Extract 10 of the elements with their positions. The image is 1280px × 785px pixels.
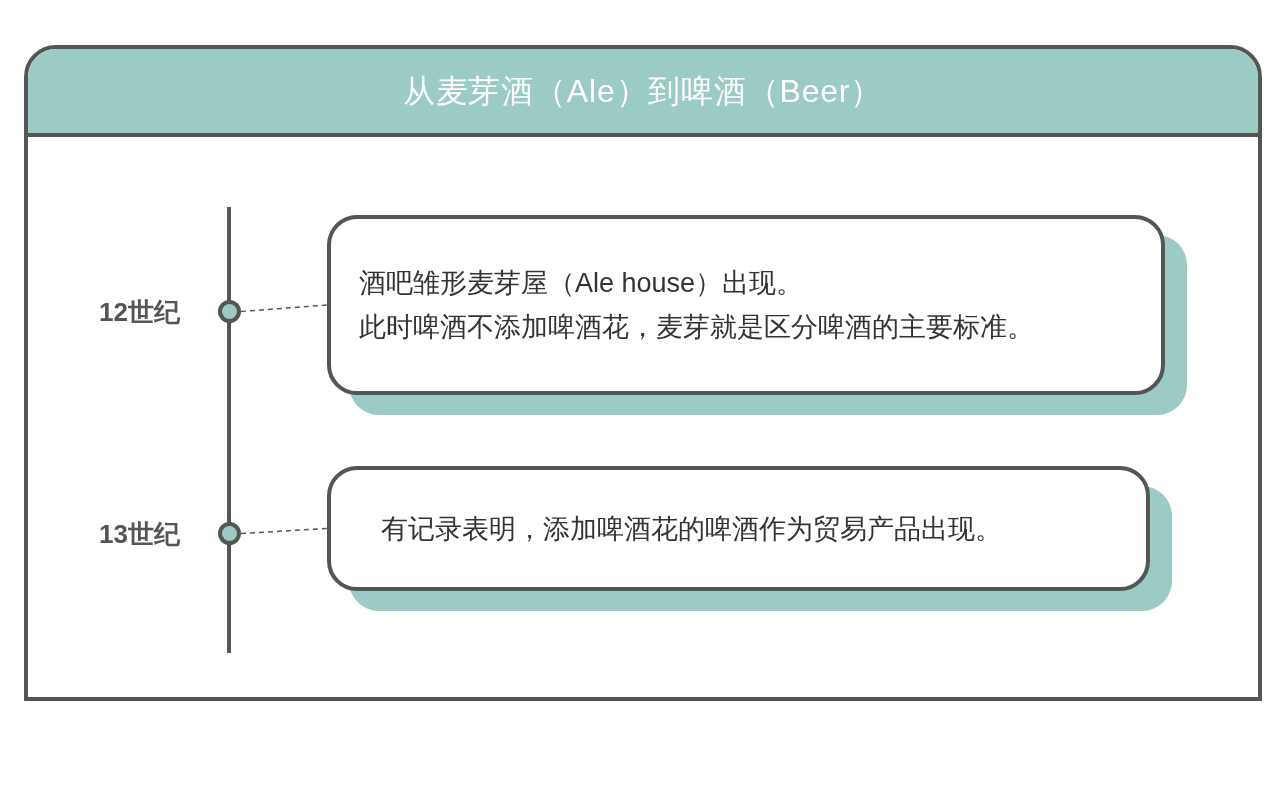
event-card bbox=[327, 215, 1165, 395]
event-text: 酒吧雏形麦芽屋（Ale house）出现。 bbox=[359, 267, 805, 300]
dashed-connector bbox=[240, 527, 328, 535]
century-label: 12世纪 bbox=[98, 295, 180, 329]
event-text: 有记录表明，添加啤酒花的啤酒作为贸易产品出现。 bbox=[381, 512, 1003, 546]
century-label: 13世纪 bbox=[98, 517, 180, 551]
event-card bbox=[327, 466, 1150, 591]
event-text: 此时啤酒不添加啤酒花，麦芽就是区分啤酒的主要标准。 bbox=[359, 311, 1035, 344]
title: 从麦芽酒（Ale）到啤酒（Beer） bbox=[402, 72, 884, 111]
dashed-connector bbox=[240, 304, 328, 313]
